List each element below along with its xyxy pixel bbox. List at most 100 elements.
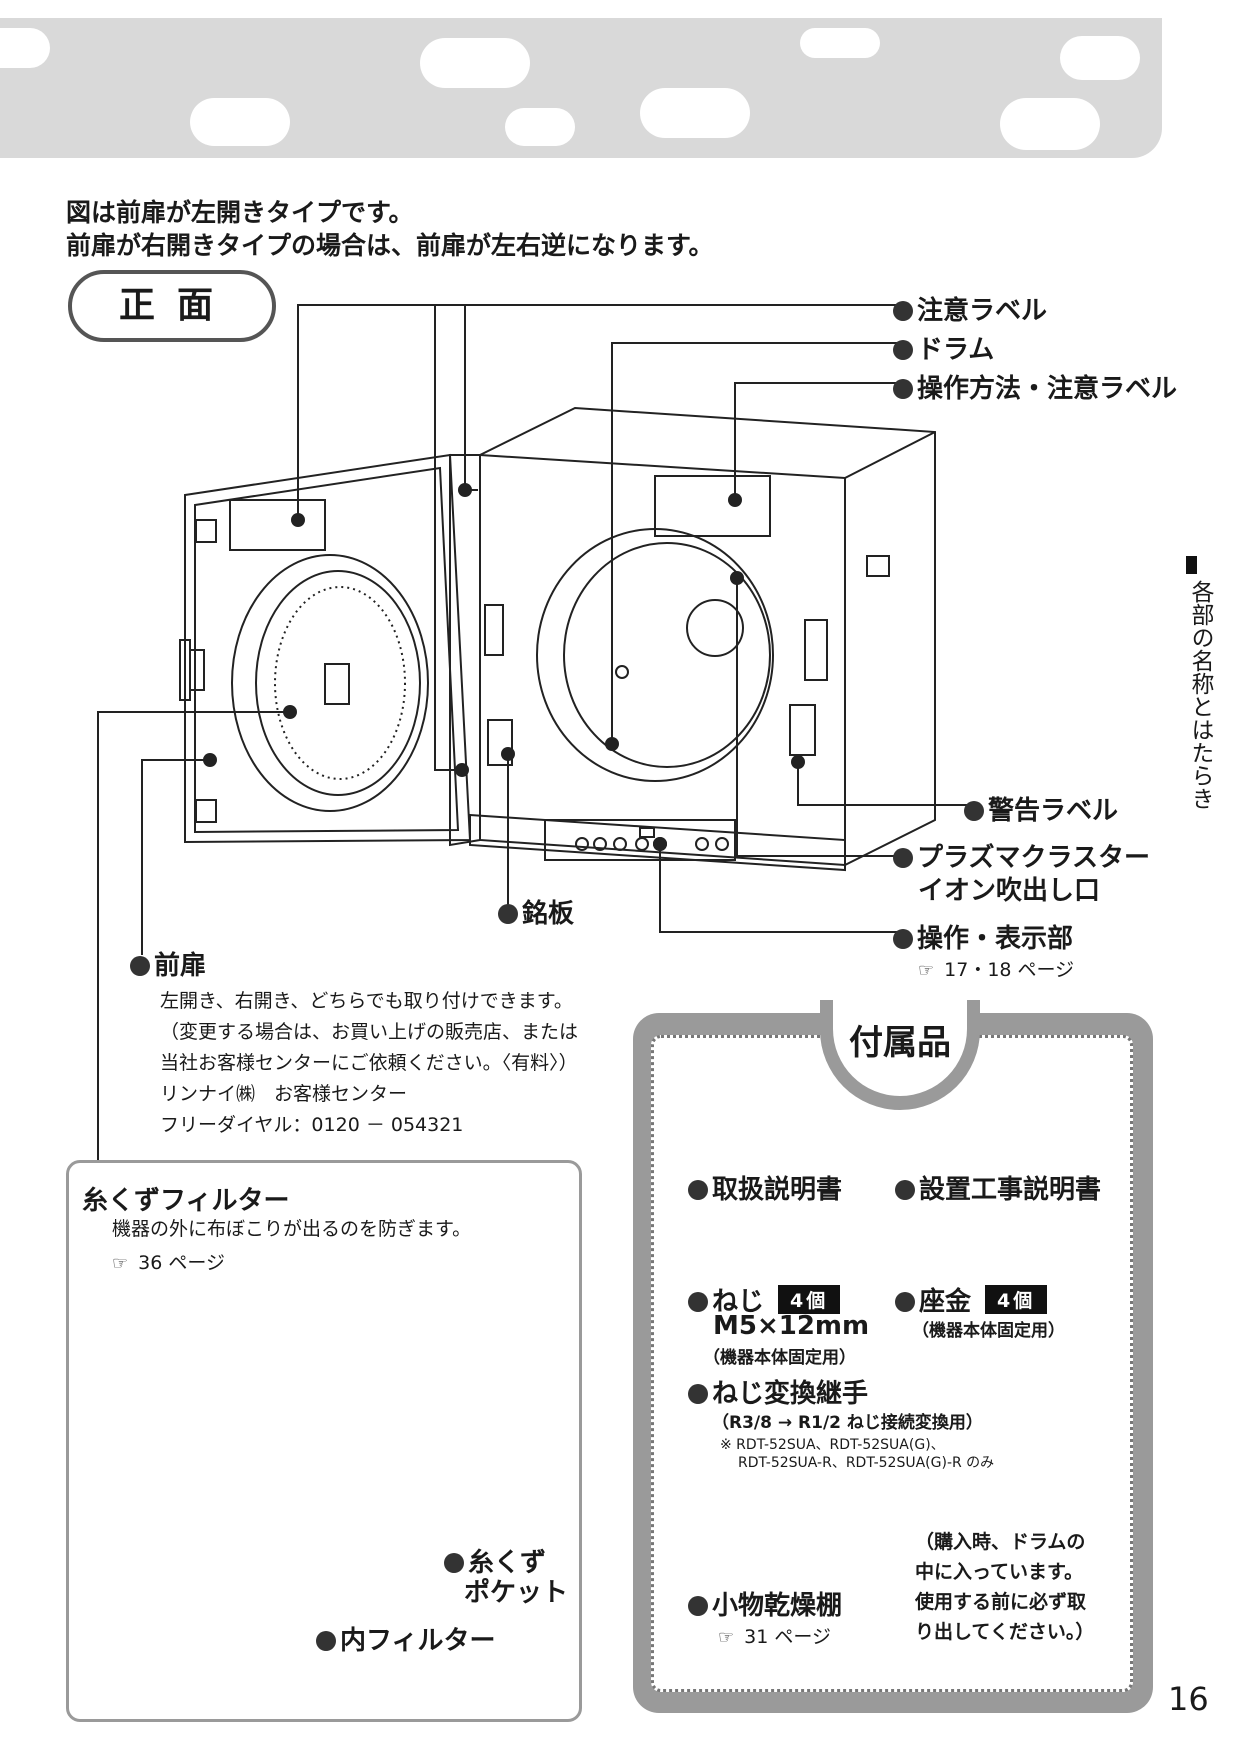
cloud-shape [640,88,750,138]
callout-operation-caution-label: 操作方法・注意ラベル [893,368,1177,405]
callout-lint-pocket: 糸くずポケット [444,1548,568,1608]
body-line: 当社お客様センターにご依頼ください。〈有料〉） [160,1052,578,1074]
callout-text: 操作方法・注意ラベル [917,374,1178,404]
callout-text: ねじ変換継手 [712,1379,869,1409]
screw-size: M5×12mm [713,1311,870,1341]
cloud-shape [1000,98,1100,150]
bullet-dot [498,904,518,924]
rack-page-ref[interactable]: ☞ 31 ページ [718,1622,831,1649]
side-tab-marker [1186,556,1197,574]
bullet-dot [893,340,913,360]
view-label-front: 正面 [68,270,276,342]
washer-use: （機器本体固定用） [912,1321,1065,1341]
callout-inner-filter: 内フィルター [316,1620,495,1657]
note-line: 中に入っています。 [915,1561,1084,1583]
intro-text: 図は前扉が左開きタイプです。 前扉が右開きタイプの場合は、前扉が左右逆になります… [66,196,714,262]
lint-filter-box [66,1160,582,1722]
bullet-dot [893,301,913,321]
lint-filter-page-ref[interactable]: ☞ 36 ページ [112,1248,225,1275]
body-line: （変更する場合は、お買い上げの販売店、または [160,1021,579,1043]
front-door-body: 左開き、右開き、どちらでも取り付けできます。 （変更する場合は、お買い上げの販売… [130,986,578,1141]
front-door-title: 前扉 [130,945,578,982]
accessory-rack: 小物乾燥棚 [688,1585,842,1622]
callout-text: 座金 [919,1287,972,1317]
lint-filter-title: 糸くずフィルター [82,1186,290,1216]
adapter-use: （R3/8 → R1/2 ねじ接続変換用） [712,1413,983,1433]
header-banner [0,18,1162,158]
callout-text: ねじ [712,1287,765,1317]
callout-caution-label: 注意ラベル [893,290,1047,327]
callout-text: 糸くず [468,1548,547,1578]
callout-text: 前扉 [154,951,207,981]
cloud-shape [505,108,575,146]
screw-use: （機器本体固定用） [703,1348,856,1368]
accessories-title: 付属品 [849,1023,951,1063]
note-line: （購入時、ドラムの [915,1531,1086,1553]
accessory-washer: 座金 4個 [895,1281,1048,1318]
body-line: 左開き、右開き、どちらでも取り付けできます。 [160,990,573,1012]
bullet-dot [130,956,150,976]
bullet-dot [895,1180,915,1200]
front-door-shape [184,453,472,844]
side-tab-label: 各部の名称とはたらき [1187,580,1213,810]
lint-filter-desc: 機器の外に布ぼこりが出るのを防ぎます。 [112,1218,472,1240]
pointing-hand-icon: ☞ [718,1627,735,1648]
cloud-shape [190,98,290,146]
page-ref-text: 17・18 ページ [944,959,1075,981]
bullet-dot [893,379,913,399]
drum-outline [536,528,774,782]
callout-text: プラズマクラスター [917,843,1150,873]
callout-control-panel: 操作・表示部 [893,918,1073,955]
callout-nameplate: 銘板 [498,893,574,930]
callout-plasma-cluster: プラズマクラスターイオン吹出し口 [893,842,1150,908]
callout-text: 設置工事説明書 [919,1175,1102,1205]
callout-text: ポケット [464,1578,569,1608]
bullet-dot [893,848,913,868]
callout-text: イオン吹出し口 [918,876,1101,906]
callout-text: 取扱説明書 [712,1175,843,1205]
accessory-install-manual: 設置工事説明書 [895,1169,1101,1206]
bullet-dot [688,1384,708,1404]
bullet-dot [688,1596,708,1616]
accessory-screw: ねじ 4個 [688,1281,841,1318]
bullet-dot [688,1180,708,1200]
adapter-note: ※ RDT-52SUA、RDT-52SUA(G)、 RDT-52SUA-R、RD… [720,1436,994,1472]
bullet-dot [688,1292,708,1312]
quantity-badge: 4個 [778,1285,841,1314]
bullet-dot [895,1292,915,1312]
cloud-shape [0,28,50,68]
page-ref-text: 36 ページ [138,1252,225,1274]
front-door-description: 前扉 左開き、右開き、どちらでも取り付けできます。 （変更する場合は、お買い上げ… [130,945,578,1141]
accessory-manual: 取扱説明書 [688,1169,842,1206]
callout-text: ドラム [917,335,995,365]
bullet-dot [964,801,984,821]
cloud-shape [1060,36,1140,80]
note-line: り出してください。） [915,1621,1095,1643]
callout-text: 操作・表示部 [917,924,1074,954]
rack-note: （購入時、ドラムの 中に入っています。 使用する前に必ず取 り出してください。） [915,1527,1094,1647]
intro-line: 図は前扉が左開きタイプです。 [66,198,414,227]
cloud-shape [800,28,880,58]
pointing-hand-icon: ☞ [112,1253,129,1274]
control-panel-page-ref[interactable]: ☞ 17・18 ページ [918,955,1074,982]
body-line: フリーダイヤル：0120 － 054321 [160,1114,464,1136]
bullet-dot [893,929,913,949]
callout-text: 内フィルター [340,1626,496,1656]
callout-text: 銘板 [522,899,575,929]
control-panel-shape [544,819,736,861]
callout-text: 警告ラベル [988,796,1119,826]
note-line: RDT-52SUA-R、RDT-52SUA(G)-R のみ [738,1455,995,1471]
page-number: 16 [1168,1680,1209,1718]
callout-warning-label: 警告ラベル [964,790,1118,827]
accessory-adapter: ねじ変換継手 [688,1373,868,1410]
bullet-dot [316,1631,336,1651]
pointing-hand-icon: ☞ [918,960,935,981]
callout-drum: ドラム [893,329,994,366]
callout-text: 注意ラベル [917,296,1048,326]
quantity-badge: 4個 [985,1285,1048,1314]
cloud-shape [420,38,530,88]
page-ref-text: 31 ページ [744,1626,831,1648]
body-line: リンナイ㈱ お客様センター [160,1083,408,1105]
intro-line: 前扉が右開きタイプの場合は、前扉が左右逆になります。 [66,231,714,260]
bullet-dot [444,1553,464,1573]
